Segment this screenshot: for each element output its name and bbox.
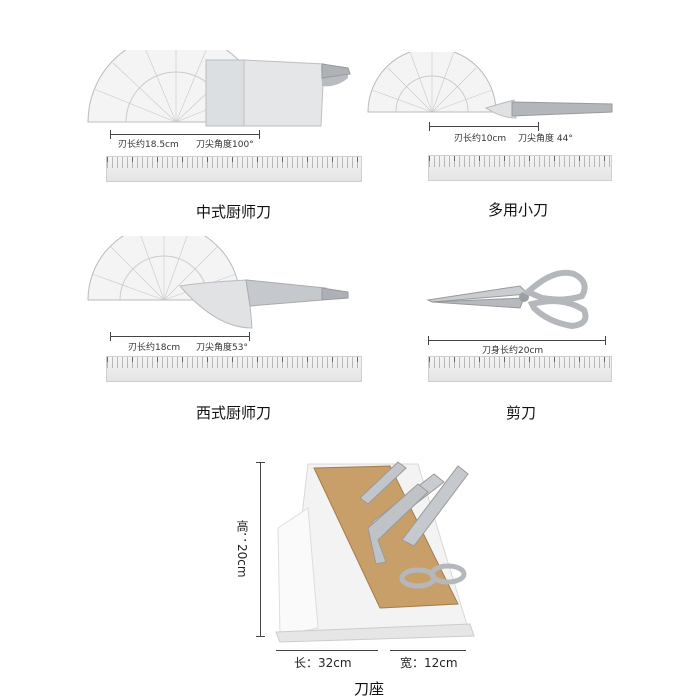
utility-knife-blade: [484, 99, 613, 119]
western-chef-knife-label: 西式厨师刀: [196, 404, 272, 422]
scissors-illustration: [426, 269, 589, 330]
width-dimension-line: [390, 650, 466, 651]
length-dimension-line: [276, 650, 378, 651]
knife-block-label: 刀座: [354, 680, 385, 698]
western-chef-knife-blade: [179, 279, 349, 329]
cleaver-blade: [205, 59, 351, 127]
chinese-chef-knife-blade-length: 刃长约18.5cm: [118, 140, 179, 150]
knife-block-width: 宽：12cm: [400, 656, 458, 670]
utility-knife-blade-length: 刃长约10cm: [454, 134, 507, 144]
scissors-body-length: 刀身长约20cm: [482, 346, 544, 356]
utility-knife-tip-angle: 刀尖角度 44°: [518, 134, 573, 144]
knife-block-illustration: [275, 461, 475, 643]
western-chef-knife-blade-length: 刃长约18cm: [128, 343, 181, 353]
chinese-chef-knife-tip-angle: 刀尖角度100°: [196, 140, 254, 150]
utility-knife-label: 多用小刀: [488, 201, 549, 219]
height-dimension-line: [260, 462, 261, 636]
scissors-graphic: [426, 269, 589, 330]
western-chef-knife-illustration: [87, 236, 349, 329]
scissors-label: 剪刀: [506, 404, 537, 422]
ruler: [106, 356, 362, 382]
protractor-graphic: [367, 52, 497, 113]
western-chef-knife-measure-line: [110, 332, 250, 341]
knife-block-length: 长：32cm: [294, 656, 352, 670]
scissors-measure-line: [428, 336, 606, 345]
ruler: [106, 156, 362, 182]
knife-block-height: 高：20cm: [235, 520, 249, 578]
utility-knife-illustration: [367, 52, 613, 119]
chinese-chef-knife-label: 中式厨师刀: [196, 203, 272, 221]
chinese-chef-knife-measure-line: [110, 130, 260, 139]
ruler: [428, 356, 612, 382]
ruler: [428, 155, 612, 181]
utility-knife-measure-line: [429, 122, 539, 131]
chinese-chef-knife-illustration: [87, 50, 351, 127]
western-chef-knife-tip-angle: 刀尖角度53°: [196, 343, 248, 353]
knife-block-graphic: [275, 461, 475, 643]
